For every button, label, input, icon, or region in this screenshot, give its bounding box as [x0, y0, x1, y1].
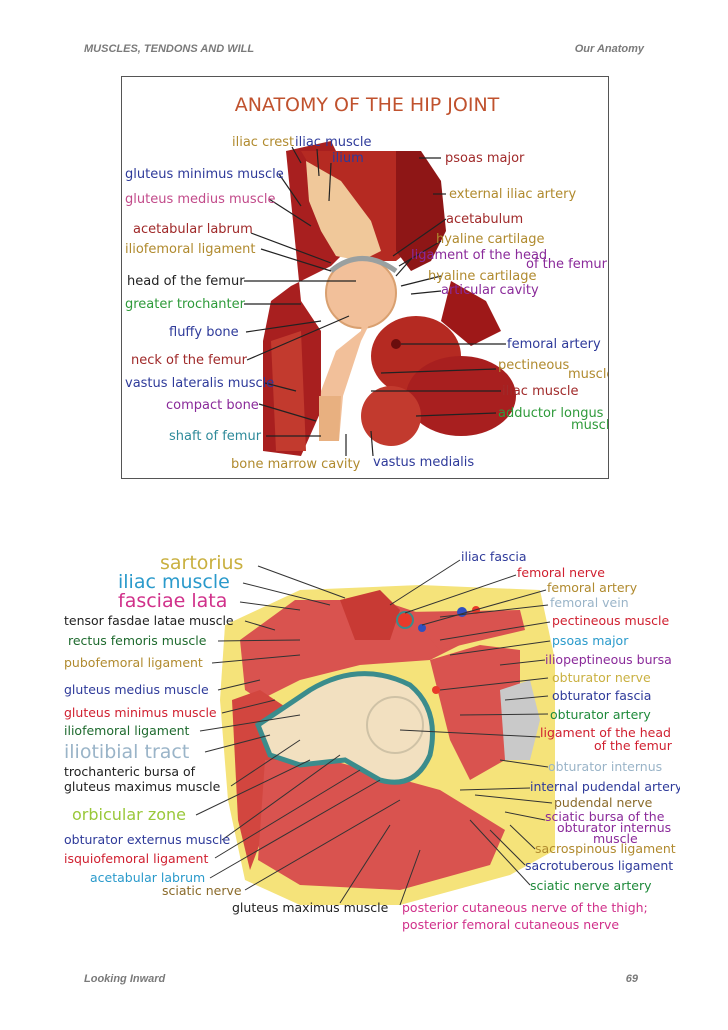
- label-iliac-crest: iliac crest: [232, 135, 294, 150]
- label-femoral-artery-cs: femoral artery: [547, 580, 638, 595]
- label-ligament-of-head-2: of the femur: [526, 257, 608, 272]
- label-pubofemoral: pubofemoral ligament: [64, 655, 203, 670]
- label-psoas-major: psoas major: [445, 151, 525, 166]
- hip-cross-section-illustration: sartorius iliac muscle fasciae lata tens…: [60, 545, 680, 940]
- label-sciatic-nerve-artery: sciatic nerve artery: [530, 878, 652, 893]
- hip-anatomy-drawing: [263, 141, 516, 456]
- label-iliac-muscle-top: iliac muscle: [295, 135, 372, 150]
- label-iliac-muscle-right: iliac muscle: [502, 384, 579, 399]
- label-obturator-nerve: obturator nerve: [552, 670, 651, 685]
- label-iliac-muscle-cs: iliac muscle: [118, 571, 230, 593]
- label-isquiofemoral: isquiofemoral ligament: [64, 851, 208, 866]
- label-gluteus-medius: gluteus medius muscle: [125, 192, 275, 207]
- label-rectus-femoris: rectus femoris muscle: [68, 633, 207, 648]
- label-sciatic-bursa-1: sciatic bursa of the: [545, 809, 665, 824]
- label-adductor-longus-2: muscle: [571, 418, 608, 433]
- hip-joint-svg: ANATOMY OF THE HIP JOINT iliac crest ili…: [125, 94, 608, 472]
- label-pectineous-2: muscle: [568, 367, 608, 382]
- label-vastus-medialis: vastus medialis: [373, 455, 474, 470]
- label-acetabulum: acetabulum: [446, 212, 523, 227]
- label-pectineous-1: pectineous: [498, 358, 570, 373]
- label-articular-cavity: articular cavity: [441, 283, 539, 298]
- label-femoral-nerve: femoral nerve: [517, 565, 605, 580]
- label-iliofemoral-cs: iliofemoral ligament: [64, 723, 190, 738]
- label-gluteus-minimus-cs: gluteus minimus muscle: [64, 705, 217, 720]
- label-obturator-externus: obturator externus muscle: [64, 832, 231, 847]
- hip-joint-illustration: ANATOMY OF THE HIP JOINT iliac crest ili…: [121, 76, 609, 479]
- hip-cross-section-svg: sartorius iliac muscle fasciae lata tens…: [64, 549, 680, 932]
- label-ilium: ilium: [332, 151, 364, 166]
- label-pudendal-nerve: pudendal nerve: [554, 795, 653, 810]
- running-footer-title: Looking Inward: [84, 973, 166, 985]
- label-external-iliac-artery: external iliac artery: [449, 187, 576, 202]
- label-iliotibial-tract: iliotibial tract: [64, 741, 189, 763]
- label-obturator-artery: obturator artery: [550, 707, 651, 722]
- label-trochanteric-1: trochanteric bursa of: [64, 764, 196, 779]
- label-obturator-fascia: obturator fascia: [552, 688, 651, 703]
- figure1-title: ANATOMY OF THE HIP JOINT: [235, 94, 500, 116]
- label-hyaline-cartilage-2: hyaline cartilage: [428, 269, 537, 284]
- label-acetabular-labrum-cs: acetabular labrum: [90, 870, 205, 885]
- label-vastus-lateralis: vastus lateralis muscle: [125, 376, 274, 391]
- label-pectineous-cs: pectineous muscle: [552, 613, 669, 628]
- label-head-of-femur: head of the femur: [127, 274, 245, 289]
- label-fluffy-bone: fluffy bone: [169, 325, 239, 340]
- label-sartorius: sartorius: [160, 552, 243, 574]
- label-iliopeptineous: iliopeptineous bursa: [545, 652, 672, 667]
- label-shaft-of-femur: shaft of femur: [169, 429, 262, 444]
- label-adductor-longus-1: adductor longus: [498, 406, 604, 421]
- label-gluteus-minimus: gluteus minimus muscle: [125, 167, 284, 182]
- label-internal-pudendal: internal pudendal artery: [530, 779, 680, 794]
- label-ligament-head-2: of the femur: [594, 738, 673, 753]
- label-iliac-fascia: iliac fascia: [461, 549, 527, 564]
- label-compact-bone: compact bone: [166, 398, 259, 413]
- label-bone-marrow-cavity: bone marrow cavity: [231, 457, 361, 472]
- label-hyaline-cartilage-1: hyaline cartilage: [436, 232, 545, 247]
- fig2-leader-lines: [195, 559, 553, 906]
- label-femoral-vein: femoral vein: [550, 595, 629, 610]
- label-posterior-1: posterior cutaneous nerve of the thigh;: [402, 900, 648, 915]
- cross-section-drawing: [220, 585, 555, 905]
- label-sciatic-nerve-cs: sciatic nerve: [162, 883, 242, 898]
- page-number: 69: [625, 973, 638, 985]
- label-psoas-major-cs: psoas major: [552, 633, 629, 648]
- label-gluteus-medius-cs: gluteus medius muscle: [64, 682, 209, 697]
- label-sacrospinous: sacrospinous ligament: [535, 841, 676, 856]
- label-greater-trochanter: greater trochanter: [125, 297, 246, 312]
- running-header-section: Our Anatomy: [574, 43, 644, 55]
- label-obturator-internus: obturator internus: [548, 759, 662, 774]
- label-iliofemoral-ligament: iliofemoral ligament: [125, 242, 255, 257]
- label-sciatic-bursa-2: obturator internus: [557, 820, 671, 835]
- label-ligament-head-1: ligament of the head: [540, 725, 671, 740]
- label-sacrotuberous: sacrotuberous ligament: [525, 858, 673, 873]
- label-trochanteric-2: gluteus maximus muscle: [64, 779, 221, 794]
- label-sciatic-bursa-3: muscle: [593, 831, 638, 846]
- label-ligament-of-head-1: ligament of the head: [411, 248, 547, 263]
- label-neck-of-femur: neck of the femur: [131, 353, 248, 368]
- label-femoral-artery: femoral artery: [507, 337, 601, 352]
- fig1-leader-lines: [244, 146, 506, 457]
- label-fasciae-lata: fasciae lata: [118, 590, 227, 612]
- label-tensor-fasciae: tensor fasdae latae muscle: [64, 613, 234, 628]
- running-header-title: MUSCLES, TENDONS AND WILL: [84, 43, 255, 55]
- label-acetabular-labrum: acetabular labrum: [133, 222, 253, 237]
- label-posterior-2: posterior femoral cutaneous nerve: [402, 917, 619, 932]
- label-gluteus-maximus-cs: gluteus maximus muscle: [232, 900, 389, 915]
- label-orbicular-zone: orbicular zone: [72, 805, 186, 824]
